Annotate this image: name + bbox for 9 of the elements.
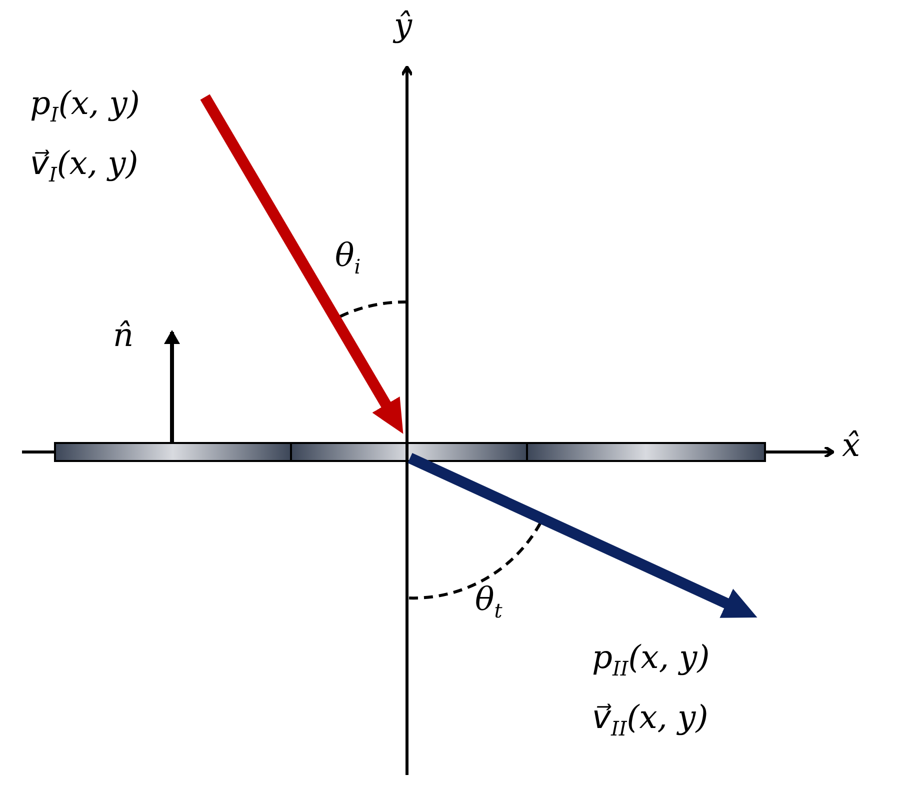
math-label: p$_{II}$(x, y) <box>592 640 710 680</box>
math-label: θ$_{t}$ <box>475 582 502 622</box>
math-label: ŷ <box>394 8 412 44</box>
math-label: n̂ <box>113 318 134 354</box>
math-label: v⃗$_{II}$(x, y) <box>592 700 708 740</box>
math-label: v⃗$_{I}$(x, y) <box>30 146 138 186</box>
math-label: θ$_{i}$ <box>335 238 361 278</box>
math-label: x̂ <box>842 428 860 464</box>
math-label: p$_{I}$(x, y) <box>30 86 140 126</box>
